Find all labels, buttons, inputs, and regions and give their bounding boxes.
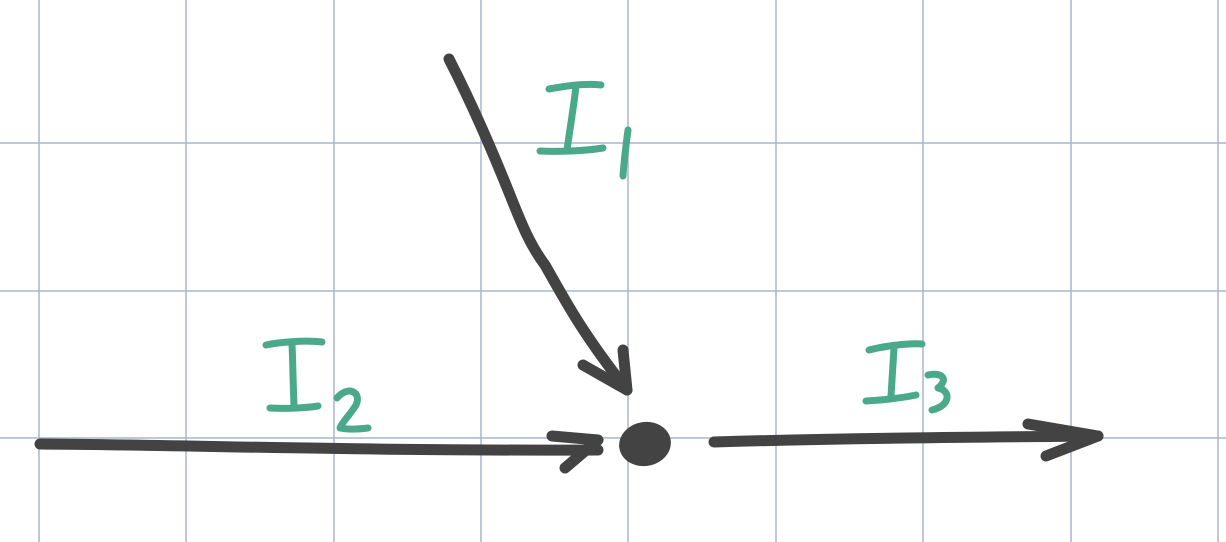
label-i3-text: I3 — [880, 374, 881, 376]
label-i2: I2 — [262, 337, 372, 433]
branch-i2-arrow — [34, 430, 604, 474]
junction-node — [619, 421, 671, 467]
branch-i3-arrow — [708, 418, 1104, 462]
label-i1-text: I1 — [560, 119, 561, 121]
label-i1: I1 — [536, 80, 632, 180]
branch-i1-arrow — [443, 53, 633, 396]
label-i3: I3 — [862, 340, 951, 414]
label-i2-text: I2 — [280, 379, 281, 381]
